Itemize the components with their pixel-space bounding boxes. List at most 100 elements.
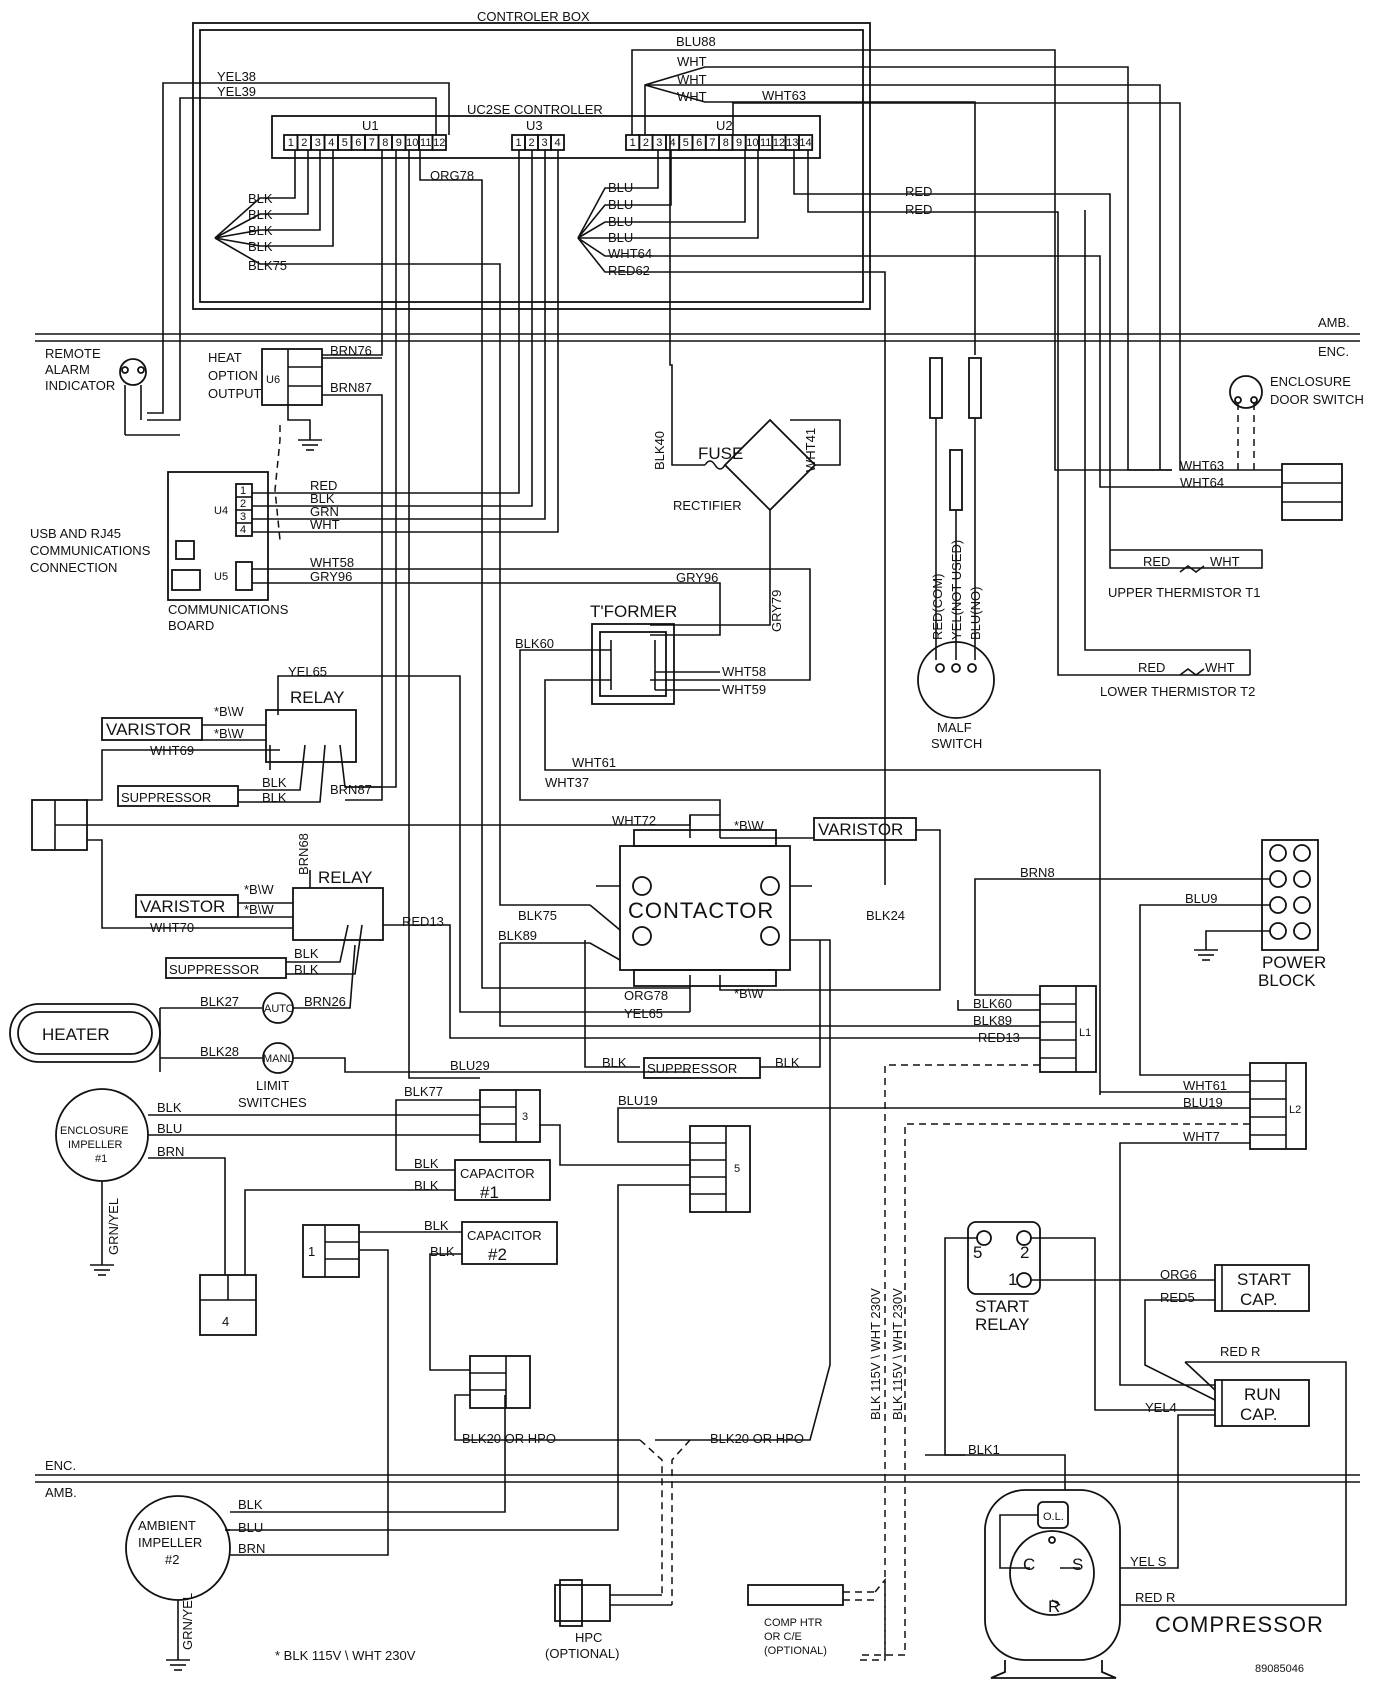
svg-text:WHT72: WHT72 <box>612 813 656 828</box>
u2-pin-label: 10 <box>746 137 758 149</box>
svg-text:RELAY: RELAY <box>318 868 373 887</box>
svg-text:OPTION: OPTION <box>208 368 258 383</box>
svg-text:LIMIT: LIMIT <box>256 1078 289 1093</box>
u3-label: U3 <box>526 118 543 133</box>
relay-2: RELAY BRN68 VARISTOR *B\W *B\W WHT70 RED… <box>135 833 1040 1039</box>
svg-text:BOARD: BOARD <box>168 618 214 633</box>
u1-pin-label: 5 <box>342 137 348 149</box>
controller-box-title: CONTROLER BOX <box>477 9 590 24</box>
drawing-number: 89085046 <box>1255 1663 1304 1675</box>
svg-text:VARISTOR: VARISTOR <box>106 720 191 739</box>
svg-text:BLK27: BLK27 <box>200 994 239 1009</box>
svg-text:1: 1 <box>308 1244 315 1259</box>
svg-text:IMPELLER: IMPELLER <box>138 1535 202 1550</box>
svg-text:S: S <box>1072 1555 1083 1574</box>
svg-text:BLK60: BLK60 <box>973 996 1012 1011</box>
svg-text:BLK: BLK <box>414 1156 439 1171</box>
run-capacitor: RUN CAP. RED R YEL4 <box>1060 1344 1347 1606</box>
svg-text:RED R: RED R <box>1220 1344 1260 1359</box>
controller-label: UC2SE CONTROLLER <box>467 102 603 117</box>
svg-text:BLK75: BLK75 <box>518 908 557 923</box>
u3-pin-label: 4 <box>554 137 560 149</box>
svg-text:4: 4 <box>240 524 246 536</box>
svg-text:BLK20 OR HPO: BLK20 OR HPO <box>462 1431 556 1446</box>
svg-text:4: 4 <box>222 1314 229 1329</box>
u1-pin-label: 11 <box>420 137 431 149</box>
svg-text:WHT: WHT <box>677 89 707 104</box>
svg-text:O.L.: O.L. <box>1043 1511 1064 1523</box>
capacitor-2: CAPACITOR #2 BLK BLK <box>350 1218 558 1371</box>
divider-bottom: ENC. AMB. <box>35 1458 1360 1500</box>
svg-text:BLK: BLK <box>248 239 273 254</box>
svg-text:YEL(NOT USED): YEL(NOT USED) <box>949 540 964 640</box>
svg-text:ORG78: ORG78 <box>430 168 474 183</box>
svg-text:BLU29: BLU29 <box>450 1058 490 1073</box>
svg-text:WHT: WHT <box>1205 660 1235 675</box>
power-block: BRN8 BLU9 POWER BLOCK <box>974 839 1326 1076</box>
svg-text:ORG6: ORG6 <box>1160 1267 1197 1282</box>
svg-text:RED: RED <box>310 478 337 493</box>
malf-switch: RED(COM) YEL(NOT USED) BLU(NO) MALF SWIT… <box>917 357 995 751</box>
terminal-5: 5 <box>225 1124 751 1531</box>
svg-text:WHT7: WHT7 <box>1183 1129 1220 1144</box>
svg-text:BLU: BLU <box>238 1520 263 1535</box>
svg-text:SWITCH: SWITCH <box>931 736 982 751</box>
svg-text:LOWER THERMISTOR T2: LOWER THERMISTOR T2 <box>1100 684 1255 699</box>
svg-text:BLK40: BLK40 <box>652 431 667 470</box>
svg-text:GRY96: GRY96 <box>676 570 718 585</box>
svg-text:C: C <box>1023 1555 1035 1574</box>
svg-text:IMPELLER: IMPELLER <box>68 1139 122 1151</box>
svg-text:COMP HTR: COMP HTR <box>764 1617 823 1629</box>
svg-text:RED: RED <box>1143 554 1170 569</box>
u2-pin-label: 8 <box>723 137 729 149</box>
svg-text:MANL: MANL <box>263 1053 294 1065</box>
heater: HEATER BLK27 BLK28 AUTO MANL BRN26 BLU29… <box>9 944 690 1110</box>
svg-text:ENC.: ENC. <box>45 1458 76 1473</box>
enclosure-impeller: ENCLOSURE IMPELLER #1 BLK BLU BRN GRN/YE… <box>55 1088 480 1276</box>
hpc-switch: HPC (OPTIONAL) <box>545 1579 672 1661</box>
svg-text:RELAY: RELAY <box>975 1315 1030 1334</box>
svg-text:COMMUNICATIONS: COMMUNICATIONS <box>168 602 289 617</box>
svg-text:RED(COM): RED(COM) <box>930 574 945 640</box>
svg-text:BRN68: BRN68 <box>296 833 311 875</box>
svg-text:WHT: WHT <box>310 517 340 532</box>
compressor: O.L. C S R YEL S RED R COMPRESSOR <box>984 1489 1323 1679</box>
svg-text:BRN87: BRN87 <box>330 380 372 395</box>
svg-text:*B\W: *B\W <box>244 902 274 917</box>
u2-pin-label: 12 <box>773 137 785 149</box>
u2-pin-label: 5 <box>683 137 689 149</box>
u2-pin-label: 14 <box>799 137 811 149</box>
u2-pin-label: 1 <box>630 137 636 149</box>
controller-box: CONTROLER BOX UC2SE CONTROLLER U1 U3 U2 … <box>192 9 871 310</box>
svg-text:YEL65: YEL65 <box>624 1006 663 1021</box>
svg-text:BLK: BLK <box>430 1244 455 1259</box>
svg-text:*B\W: *B\W <box>244 882 274 897</box>
start-relay: 5 2 1 START RELAY BLK1 <box>925 1221 1215 1490</box>
svg-text:BLU88: BLU88 <box>676 34 716 49</box>
svg-text:WHT: WHT <box>677 54 707 69</box>
u1-pin-label: 8 <box>382 137 388 149</box>
svg-text:VARISTOR: VARISTOR <box>818 820 903 839</box>
svg-text:SWITCHES: SWITCHES <box>238 1095 307 1110</box>
u2-pin-label: 9 <box>736 137 742 149</box>
svg-text:*B\W: *B\W <box>214 704 244 719</box>
svg-text:#1: #1 <box>95 1153 107 1165</box>
contactor: CONTACTOR WHT72 *B\W VARISTOR BLK75 BLK8… <box>498 813 941 1441</box>
svg-text:CONNECTION: CONNECTION <box>30 560 117 575</box>
svg-text:BLK: BLK <box>262 775 287 790</box>
svg-text:BRN87: BRN87 <box>330 782 372 797</box>
svg-text:BLU: BLU <box>608 230 633 245</box>
svg-text:WHT70: WHT70 <box>150 920 194 935</box>
svg-text:WHT64: WHT64 <box>608 246 652 261</box>
svg-text:5: 5 <box>734 1163 740 1175</box>
svg-text:YEL S: YEL S <box>1130 1554 1167 1569</box>
svg-text:(OPTIONAL): (OPTIONAL) <box>764 1645 827 1657</box>
terminal-l1: L1 BLK60 BLK89 RED13 <box>499 943 1097 1661</box>
svg-text:BLK: BLK <box>414 1178 439 1193</box>
u1-pin-label: 1 <box>288 137 294 149</box>
svg-text:U6: U6 <box>266 374 280 386</box>
svg-text:WHT59: WHT59 <box>722 682 766 697</box>
svg-text:BLK24: BLK24 <box>866 908 905 923</box>
svg-text:CAPACITOR: CAPACITOR <box>460 1166 535 1181</box>
